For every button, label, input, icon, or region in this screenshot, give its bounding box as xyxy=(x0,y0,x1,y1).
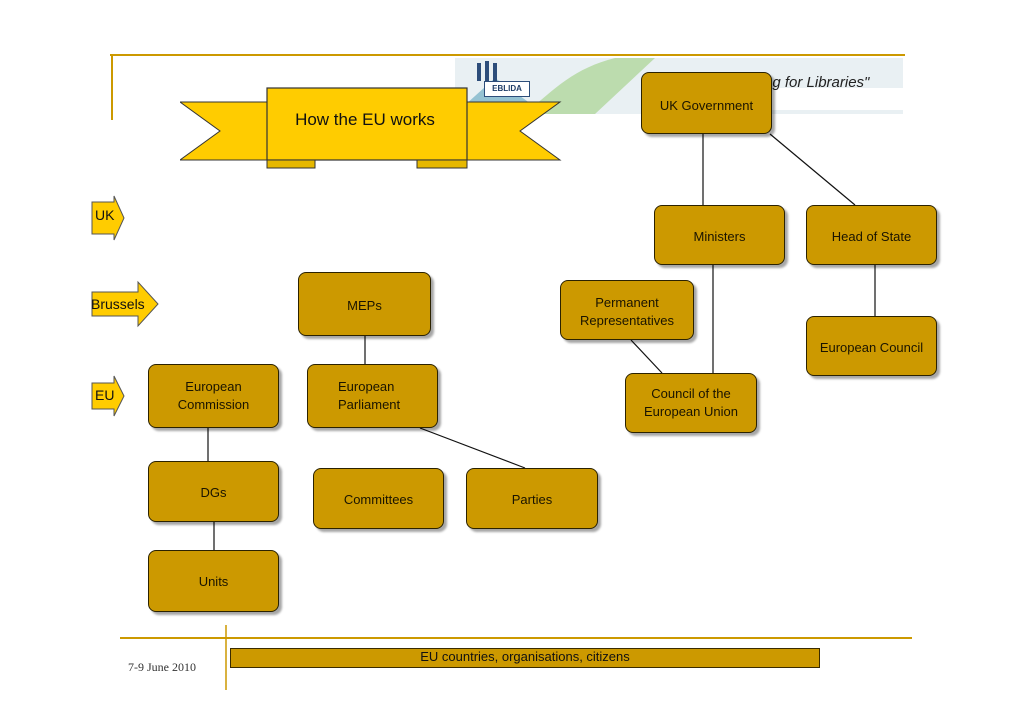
council-of-eu-box: Council of the European Union xyxy=(625,373,757,433)
head-of-state-label: Head of State xyxy=(831,229,912,244)
dgs-box: DGs xyxy=(148,461,279,522)
permanent-representatives-line1: Permanent xyxy=(595,295,659,310)
row-label-eu: EU xyxy=(95,387,115,403)
council-of-eu-line2: European Union xyxy=(644,404,738,419)
european-commission-line2: Commission xyxy=(177,397,250,412)
meps-label: MEPs xyxy=(347,298,382,313)
row-arrows xyxy=(91,195,159,417)
european-parliament-line1: European xyxy=(338,379,395,394)
european-parliament-box: European Parliament xyxy=(307,364,438,428)
permanent-representatives-box: Permanent Representatives xyxy=(560,280,694,340)
european-commission-line1: European xyxy=(185,379,242,394)
european-commission-box: European Commission xyxy=(148,364,279,428)
meps-box: MEPs xyxy=(298,272,431,336)
promo-text: ng for Libraries" xyxy=(764,74,870,91)
units-box: Units xyxy=(148,550,279,612)
units-label: Units xyxy=(198,574,229,589)
european-council-box: European Council xyxy=(806,316,937,376)
footer-date: 7-9 June 2010 xyxy=(128,660,196,674)
ministers-box: Ministers xyxy=(654,205,785,265)
parties-box: Parties xyxy=(466,468,598,529)
uk-government-box: UK Government xyxy=(641,72,772,134)
european-council-label: European Council xyxy=(819,340,924,355)
page-title: How the EU works xyxy=(295,110,435,129)
banner-ribbon xyxy=(180,87,562,169)
european-parliament-line2: Parliament xyxy=(338,397,401,412)
row-label-brussels: Brussels xyxy=(91,296,145,312)
committees-label: Committees xyxy=(343,492,414,507)
footer-bar: EU countries, organisations, citizens xyxy=(230,648,820,668)
uk-government-label: UK Government xyxy=(659,98,754,113)
eblida-logo: EBLIDA xyxy=(484,81,530,97)
parties-label: Parties xyxy=(511,492,553,507)
row-label-uk: UK xyxy=(95,207,115,223)
footer-bar-text: EU countries, organisations, citizens xyxy=(420,649,630,664)
committees-box: Committees xyxy=(313,468,444,529)
council-of-eu-line1: Council of the xyxy=(651,386,731,401)
head-of-state-box: Head of State xyxy=(806,205,937,265)
ministers-label: Ministers xyxy=(693,229,746,244)
permanent-representatives-line2: Representatives xyxy=(580,313,674,328)
dgs-label: DGs xyxy=(200,485,227,500)
